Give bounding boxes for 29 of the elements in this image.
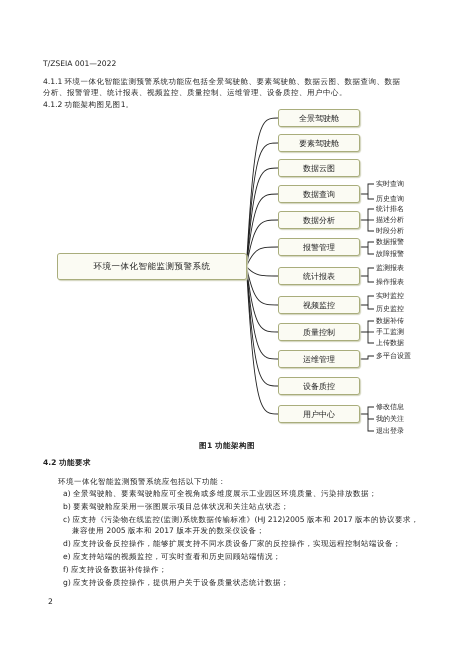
function-box: 数据云图 [278, 159, 360, 177]
function-box: 设备质控 [278, 377, 360, 395]
connector-line [246, 276, 278, 414]
bracket-connector [360, 332, 374, 344]
function-box: 数据查询 [278, 185, 360, 203]
connector-line [246, 118, 278, 256]
bracket-connector [360, 414, 374, 432]
connector-line [246, 266, 278, 276]
function-box: 视频监控 [278, 296, 360, 314]
function-box: 报警管理 [278, 238, 360, 256]
bracket-connector [360, 220, 374, 232]
function-box: 统计报表 [278, 267, 360, 285]
function-box: 质量控制 [278, 323, 360, 341]
connector-line [246, 246, 278, 266]
bracket-connector [360, 246, 374, 254]
function-box: 数据分析 [278, 211, 360, 229]
function-box: 全景驾驶舱 [278, 109, 360, 127]
bracket-connector [360, 356, 374, 360]
function-box: 要素驾驶舱 [278, 134, 360, 152]
bracket-connector [360, 276, 374, 282]
root-box: 环境一体化智能监测预警系统 [57, 253, 247, 280]
function-box: 用户中心 [278, 405, 360, 423]
connector-line [246, 272, 278, 360]
connector-line [246, 270, 278, 332]
bracket-connector [360, 304, 374, 310]
function-box: 运维管理 [278, 350, 360, 368]
connector-line [246, 220, 278, 264]
connector-line [246, 268, 278, 306]
bracket-connector [360, 194, 374, 200]
